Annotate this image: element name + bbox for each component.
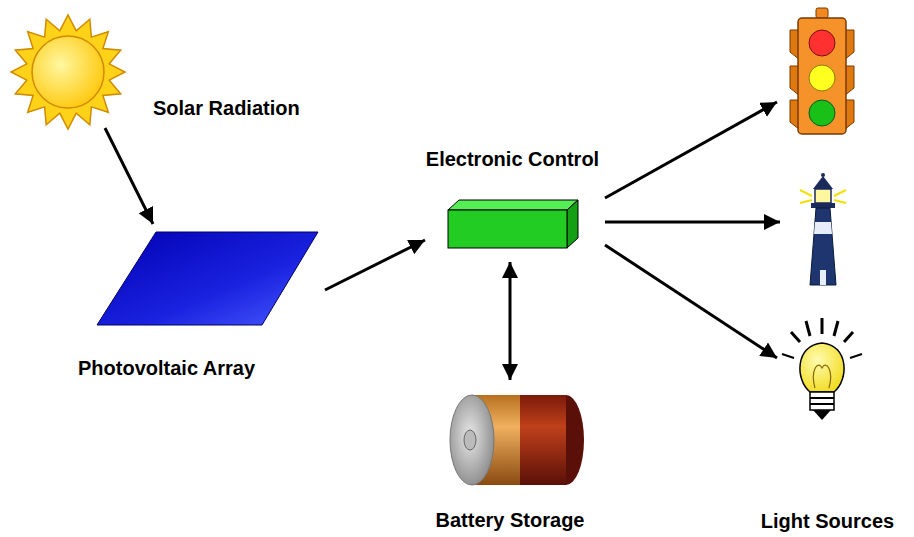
- lighthouse-lamp: [815, 189, 831, 203]
- control-box: [448, 200, 578, 248]
- light-bulb-icon: [782, 318, 862, 420]
- light-ray: [834, 190, 846, 196]
- bulb-ray: [850, 354, 862, 358]
- red-lamp: [809, 30, 835, 56]
- bulb-filament: [813, 365, 830, 388]
- battery-icon: [450, 395, 584, 485]
- bulb-base: [810, 392, 834, 410]
- lighthouse-gallery: [811, 203, 835, 208]
- bulb-glass: [800, 343, 844, 392]
- bulb-ray: [806, 321, 810, 336]
- bulb-ray: [791, 332, 800, 342]
- bulb-thread: [810, 397, 834, 399]
- flow-arrow: [605, 221, 780, 224]
- flow-arrow: [605, 102, 777, 198]
- flow-arrow: [105, 128, 153, 224]
- box-front: [448, 210, 567, 248]
- lighthouse-tower: [810, 208, 836, 285]
- bulb-ray: [782, 354, 794, 358]
- bulb-ray: [834, 321, 838, 336]
- node-label: Light Sources: [761, 509, 894, 533]
- battery-cap: [450, 395, 494, 485]
- flow-arrow: [325, 240, 425, 290]
- green-lamp: [809, 100, 835, 126]
- pv-array-node: Photovoltaic Array: [75, 222, 325, 388]
- lighthouse-roof: [813, 176, 833, 189]
- node-label: Solar Radiation: [153, 96, 300, 120]
- sun-rays: [11, 15, 125, 129]
- battery-terminal: [464, 430, 476, 450]
- lighthouse-stripe: [814, 222, 832, 234]
- bulb-thread: [810, 403, 834, 405]
- pv-panel: [97, 232, 318, 325]
- control-node: Electronic Control: [400, 145, 625, 263]
- flow-arrow: [509, 262, 512, 380]
- battery-node: Battery Storage: [415, 378, 605, 535]
- bulb-ray: [844, 332, 853, 342]
- lighthouse-door: [820, 270, 826, 285]
- lighthouse-icon: [800, 173, 846, 285]
- traffic-light-cap: [816, 8, 828, 18]
- node-label: Electronic Control: [426, 147, 599, 171]
- sun-icon: [11, 15, 125, 129]
- bulb-ray: [821, 318, 824, 334]
- light-sources-node: Light Sources: [745, 4, 910, 535]
- lighthouse-finial: [821, 173, 825, 177]
- box-side: [567, 200, 578, 248]
- box-top: [448, 200, 578, 210]
- light-ray: [800, 200, 812, 203]
- node-label: Battery Storage: [436, 508, 585, 532]
- yellow-lamp: [809, 65, 835, 91]
- light-ray: [834, 200, 846, 203]
- bulb-tip: [813, 410, 831, 420]
- battery-body-maroon: [518, 395, 566, 485]
- flow-arrow: [605, 245, 777, 358]
- light-ray: [800, 190, 812, 196]
- sun-disc: [32, 36, 104, 108]
- traffic-light-icon: [790, 8, 854, 134]
- traffic-light-housing: [798, 18, 846, 134]
- sun-node: Solar Radiation: [8, 8, 343, 138]
- node-label: Photovoltaic Array: [78, 356, 255, 380]
